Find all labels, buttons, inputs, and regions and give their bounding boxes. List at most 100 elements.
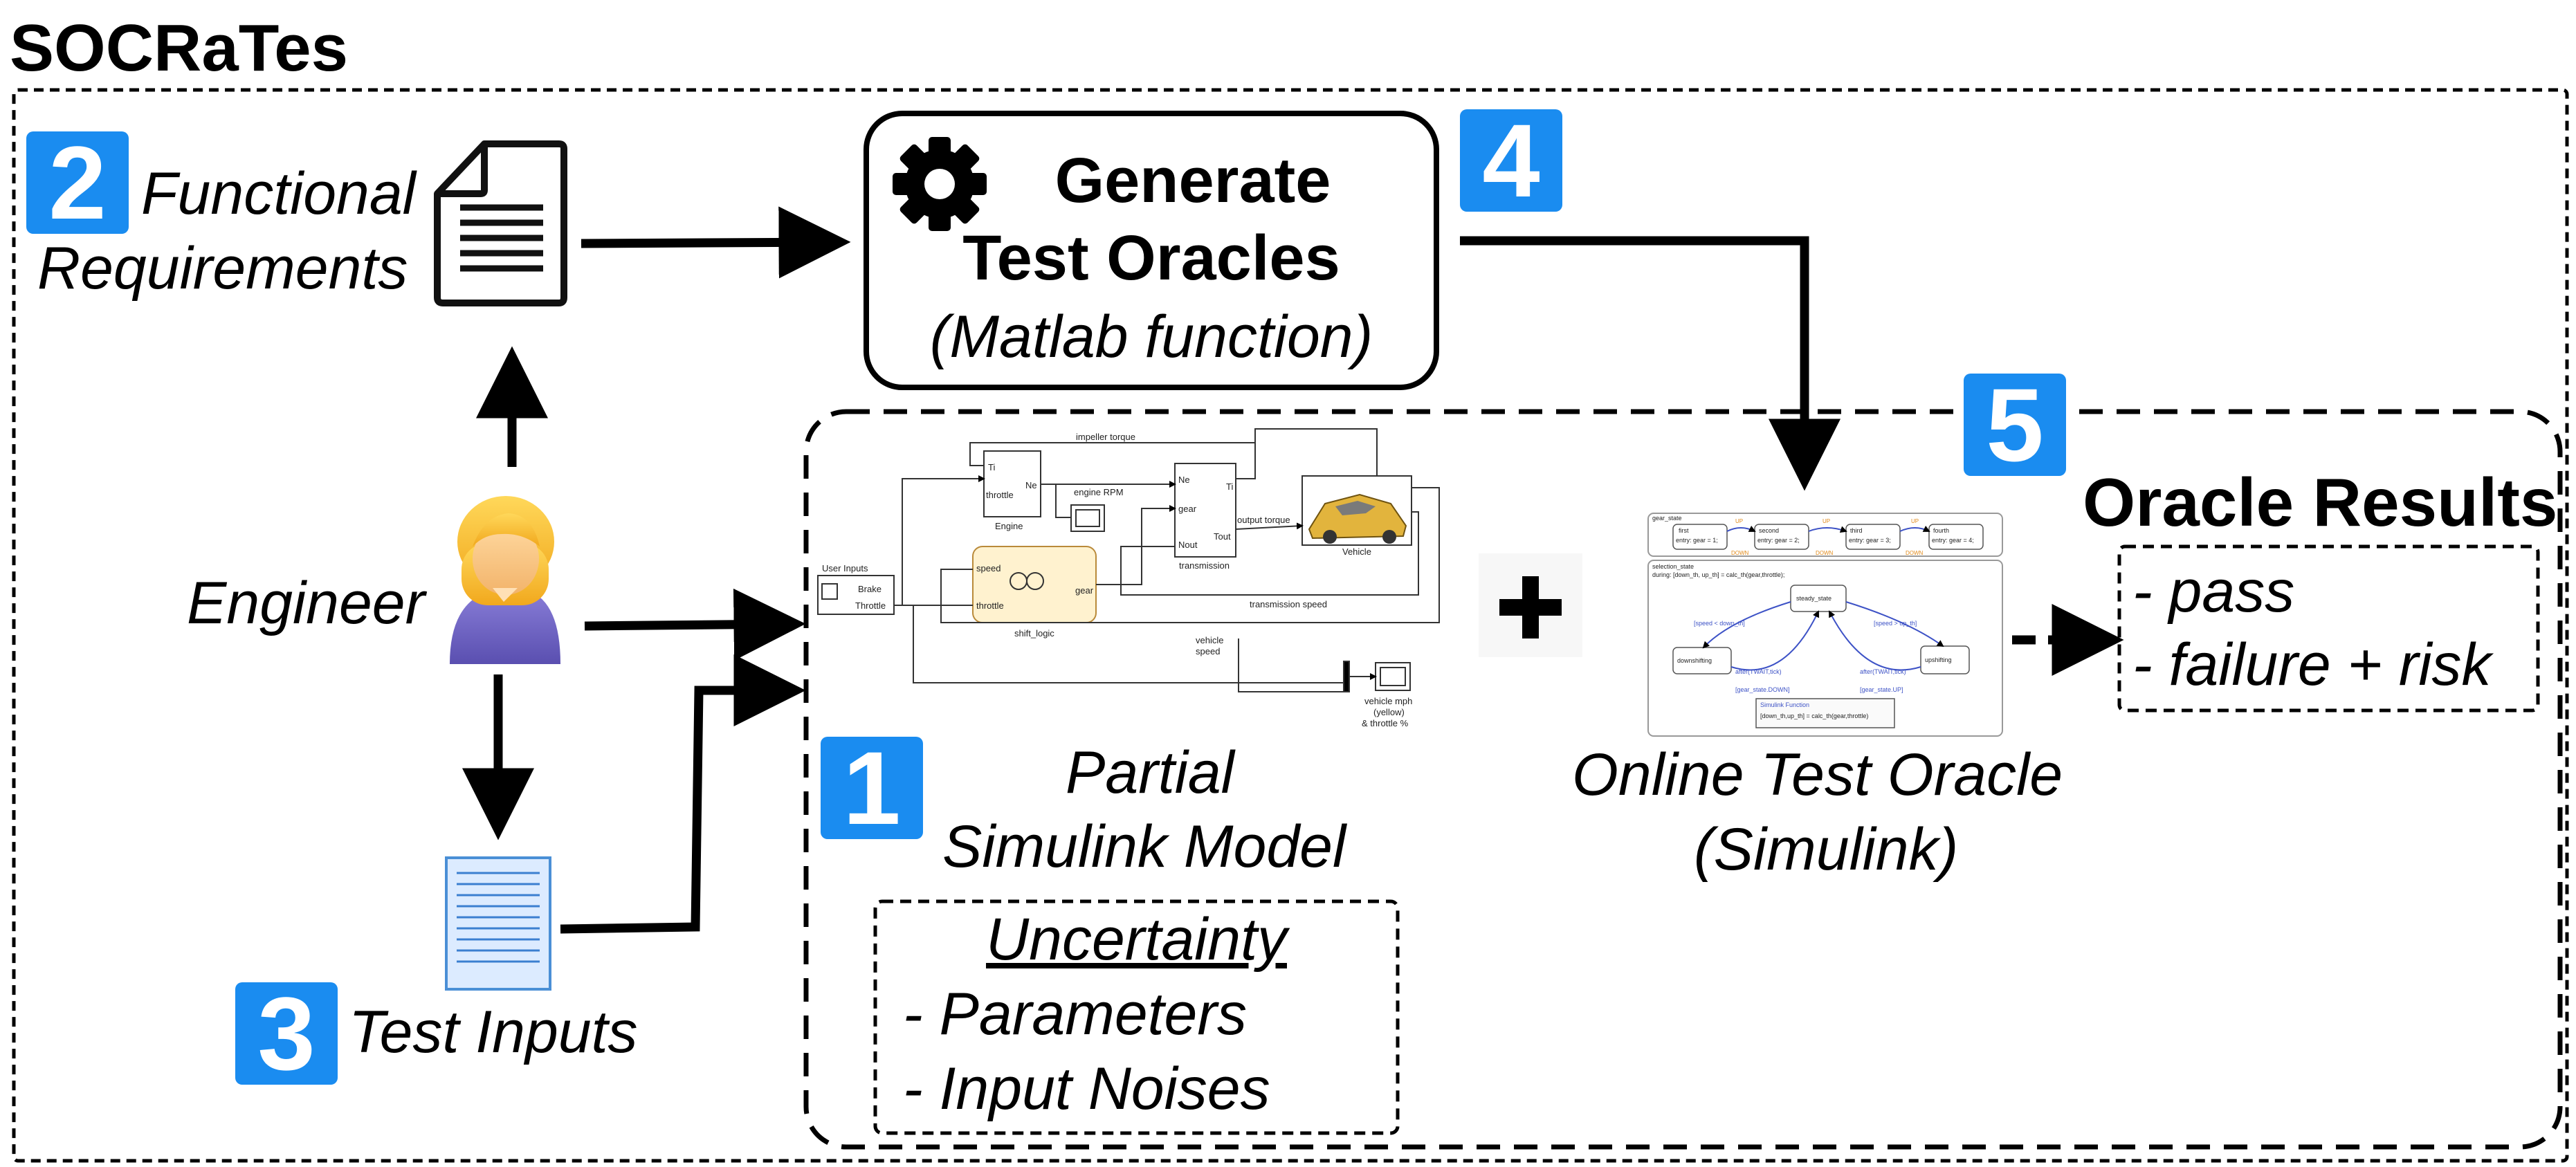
sl-gear-label: gear: [1075, 585, 1094, 596]
down-label-3: DOWN: [1906, 550, 1924, 556]
step-3-badge: 3: [235, 982, 338, 1085]
sl-throttle-label: throttle: [976, 600, 1004, 611]
down-label-1: DOWN: [1731, 550, 1749, 556]
result-item-pass: - pass: [2132, 558, 2295, 625]
entry4-label: entry: gear = 4;: [1932, 537, 1974, 544]
requirements-label-line2: Requirements: [37, 235, 408, 302]
vehicle-speed-label-2: speed: [1196, 646, 1220, 656]
after1-label: after(TWAIT,tick): [1735, 668, 1782, 675]
entry3-label: entry: gear = 3;: [1849, 537, 1891, 544]
impeller-torque-label: impeller torque: [1076, 432, 1135, 442]
uncertainty-item-input-noises: - Input Noises: [903, 1056, 1270, 1122]
entry1-label: entry: gear = 1;: [1676, 537, 1718, 544]
tr-tout-label: Tout: [1214, 531, 1231, 542]
diagram-title: SOCRaTes: [10, 11, 349, 85]
up-label-2: UP: [1823, 518, 1830, 524]
transmission-label: transmission: [1179, 560, 1230, 571]
tr-gear-label: gear: [1178, 504, 1197, 514]
scope-label-1: vehicle mph: [1364, 696, 1412, 706]
uncertainty-item-parameters: - Parameters: [903, 981, 1248, 1047]
shift-logic-label: shift_logic: [1014, 628, 1054, 638]
sl-speed-label: speed: [976, 563, 1001, 573]
shift-logic-block: [972, 546, 1097, 623]
third-state: [1845, 524, 1901, 550]
uncertainty-heading: Uncertainty: [986, 906, 1287, 973]
engine-throttle-label: throttle: [986, 490, 1014, 500]
gear-icon: [893, 137, 987, 231]
partial-model-label-line2: Simulink Model: [942, 814, 1346, 880]
car-icon: [1308, 493, 1407, 544]
step-5-badge: 5: [1964, 373, 2066, 477]
fourth-label: fourth: [1933, 527, 1949, 534]
selection-state-label: selection_state: [1652, 563, 1694, 570]
plus-sign: [1479, 553, 1582, 657]
partial-model-label-line1: Partial: [1066, 739, 1234, 806]
tr-nout-label: Nout: [1178, 540, 1198, 550]
up-label-1: UP: [1735, 518, 1743, 524]
test-inputs-document-icon: [445, 856, 551, 991]
uncertainty-frame: [873, 899, 1400, 1135]
gup-label: [gear_state.UP]: [1860, 686, 1903, 693]
scope-label-2: (yellow): [1373, 707, 1405, 717]
tr-ti-label: Ti: [1226, 481, 1233, 492]
brake-label: Brake: [858, 584, 881, 594]
first-state: [1672, 524, 1728, 550]
first-label: first: [1679, 527, 1689, 534]
model-frame: [803, 409, 2563, 1150]
during-label: during: [down_th, up_th] = calc_th(gear,…: [1652, 571, 1784, 578]
result-item-failure-risk: - failure + risk: [2132, 632, 2492, 698]
engine-ne-label: Ne: [1025, 480, 1037, 490]
generate-title-line2: Test Oracles: [962, 223, 1340, 293]
user-inputs-label: User Inputs: [822, 563, 868, 573]
engine-ti-label: Ti: [988, 462, 995, 472]
step-4-badge: 4: [1460, 109, 1562, 212]
engine-rpm-label: engine RPM: [1074, 487, 1124, 497]
up-label-3: UP: [1911, 518, 1919, 524]
user-inputs-block: [817, 575, 895, 615]
after2-label: after(TWAIT,tick): [1860, 668, 1906, 675]
requirements-label-line1: Functional: [141, 160, 416, 227]
generate-title-line1: Generate: [1054, 145, 1331, 216]
second-label: second: [1759, 527, 1779, 534]
transmission-speed-label: transmission speed: [1250, 599, 1327, 609]
oracle-results-title: Oracle Results: [2083, 464, 2558, 540]
arrow-generate-to-oracle: [1460, 236, 1840, 491]
third-label: third: [1850, 527, 1863, 534]
engine-label: Engine: [995, 521, 1023, 531]
simulink-model-diagram: User Inputs Brake Throttle Ti throttle N…: [817, 428, 1440, 728]
down-label-2: DOWN: [1816, 550, 1834, 556]
steady-state-label: steady_state: [1796, 595, 1831, 602]
downshifting-label: downshifting: [1677, 657, 1712, 664]
tr-ne-label: Ne: [1178, 475, 1190, 485]
gear-state-frame: [1647, 513, 2003, 557]
output-torque-label: output torque: [1237, 515, 1290, 525]
step-2-badge: 2: [26, 131, 129, 235]
online-oracle-label-line1: Online Test Oracle: [1572, 742, 2063, 808]
socrates-frame: [12, 88, 2569, 1163]
vehicle-label: Vehicle: [1342, 546, 1371, 557]
generate-subtitle: (Matlab function): [929, 304, 1373, 370]
arrow-requirements-to-generate: [581, 206, 851, 279]
engineer-icon: [450, 496, 560, 664]
vehicle-speed-label-1: vehicle: [1196, 635, 1223, 645]
gdown-label: [gear_state.DOWN]: [1735, 686, 1790, 693]
engineer-label: Engineer: [187, 570, 426, 636]
transmission-block: [1174, 463, 1236, 558]
selection-state-frame: [1647, 560, 2003, 737]
downshifting-state: [1672, 647, 1732, 674]
scope-label-3: & throttle %: [1362, 718, 1409, 728]
step-1-badge: 1: [821, 736, 923, 840]
upshifting-label: upshifting: [1925, 656, 1952, 663]
cond-down-label: [speed < down_th]: [1694, 620, 1745, 627]
entry2-label: entry: gear = 2;: [1757, 537, 1800, 544]
second-state: [1754, 524, 1809, 550]
document-icon: [434, 140, 567, 306]
sim-func-label: Simulink Function: [1760, 701, 1809, 708]
gear-state-label: gear_state: [1652, 515, 1682, 522]
generate-oracles-box: Generate Test Oracles (Matlab function): [864, 111, 1439, 390]
arrow-engineer-to-model: [584, 588, 806, 661]
throttle-label: Throttle: [855, 600, 886, 611]
upshifting-state: [1920, 645, 1970, 674]
